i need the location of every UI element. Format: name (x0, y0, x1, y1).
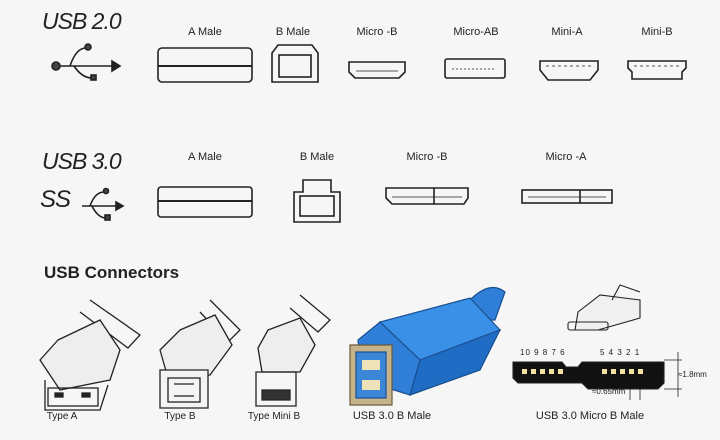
pitch-dimension: ≈0.65mm (592, 387, 626, 396)
right-pin-numbers: 5 4 3 2 1 (600, 348, 641, 357)
usb2-b-male-label: B Male (275, 26, 311, 38)
usb2-mini-a-label: Mini-A (551, 26, 583, 38)
usb3-b-male-shape (293, 179, 341, 223)
usb2-micro-ab-label: Micro-AB (453, 26, 499, 38)
usb2-mini-a-shape (539, 60, 599, 81)
ss-label: SS (40, 186, 71, 213)
usb2-micro-b-shape (348, 61, 406, 79)
usb3-a-male-shape (157, 186, 253, 218)
usb3-b-male-plug-drawing (349, 286, 506, 406)
usb2-title: USB 2.0 (42, 8, 122, 34)
usb3-micro-b-male-caption: USB 3.0 Micro B Male (535, 410, 645, 422)
usb3-title: USB 3.0 (42, 148, 122, 174)
usb2-a-male-shape (157, 47, 253, 83)
type-a-caption: Type A (46, 411, 78, 422)
usb-trident-icon (51, 43, 122, 81)
usb3-micro-a-label: Micro -A (545, 151, 587, 163)
type-b-plug-drawing (159, 299, 241, 409)
height-dimension: ≈1.8mm (678, 370, 707, 379)
usb2-micro-ab-shape (444, 58, 506, 79)
micro-b-pins (522, 369, 643, 374)
type-mini-b-plug-drawing (255, 294, 331, 407)
usb3-micro-b-pinout-drawing (512, 284, 665, 390)
usb2-a-male-label: A Male (188, 26, 222, 38)
usb-connectors-heading: USB Connectors (44, 263, 180, 282)
usb2-mini-b-shape (627, 60, 687, 80)
usb3-micro-b-shape (385, 187, 469, 205)
superspeed-usb-icon (82, 187, 125, 221)
usb2-mini-b-label: Mini-B (641, 26, 673, 38)
dimension-lines (629, 352, 682, 400)
usb3-b-male-label: B Male (299, 151, 335, 163)
type-a-plug-drawing (39, 299, 141, 411)
type-b-caption: Type B (164, 411, 196, 422)
usb3-micro-a-shape (521, 189, 613, 204)
left-pin-numbers: 10 9 8 7 6 (520, 348, 566, 357)
usb3-micro-b-label: Micro -B (406, 151, 448, 163)
usb3-a-male-label: A Male (188, 151, 222, 163)
usb3-b-male-caption: USB 3.0 B Male (352, 410, 432, 422)
type-mini-b-caption: Type Mini B (247, 411, 301, 422)
usb2-micro-b-label: Micro -B (356, 26, 398, 38)
usb2-b-male-shape (271, 44, 319, 83)
